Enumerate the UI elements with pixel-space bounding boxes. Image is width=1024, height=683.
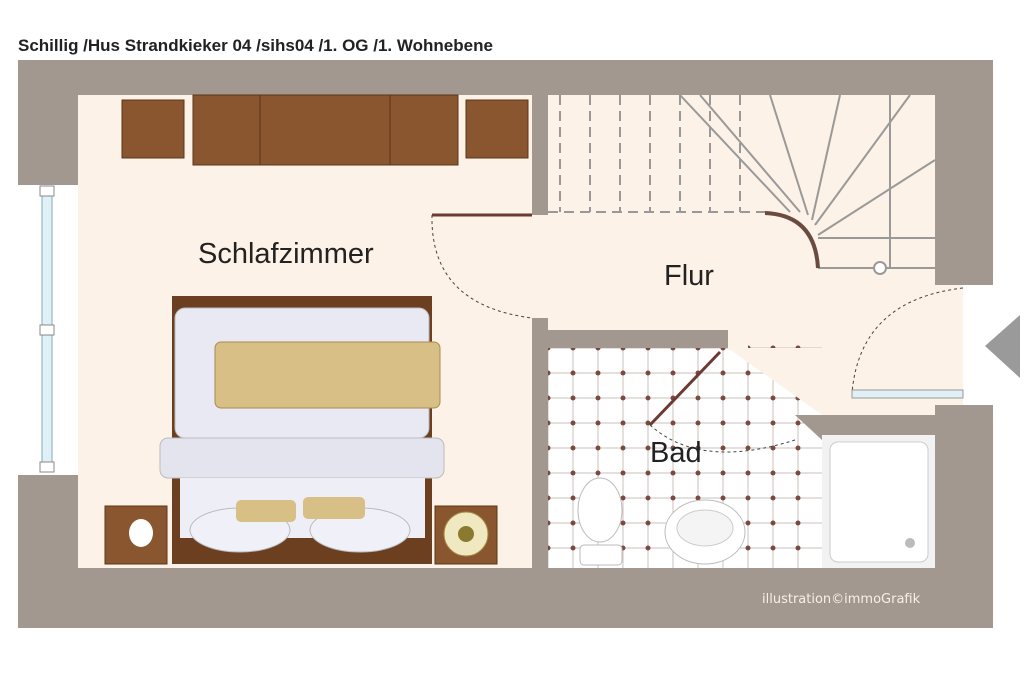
staircase: [548, 94, 936, 275]
tile-dot: [670, 470, 676, 476]
tile-dot: [620, 470, 626, 476]
tile-dot: [745, 545, 751, 551]
credit: illustration©immoGrafik: [762, 592, 921, 607]
tile-dot: [670, 445, 676, 451]
tile-dot: [695, 420, 701, 426]
entrance-arrow-icon: [985, 315, 1020, 378]
tile-dot: [745, 370, 751, 376]
tile-dot: [770, 495, 776, 501]
bed: [159, 296, 445, 564]
sink-icon: [664, 499, 746, 565]
tile-dot: [745, 470, 751, 476]
tile-dot: [595, 370, 601, 376]
room-label-bedroom: Schlafzimmer: [198, 238, 374, 270]
tile-dot: [670, 495, 676, 501]
tile-dot: [570, 545, 576, 551]
tile-dot: [570, 395, 576, 401]
tile-dot: [570, 470, 576, 476]
tile-dot: [770, 470, 776, 476]
tile-dot: [595, 395, 601, 401]
tile-dot: [720, 370, 726, 376]
partition-wall: [532, 318, 548, 568]
wardrobe: [121, 94, 529, 166]
tile-dot: [645, 370, 651, 376]
tile-dot: [795, 470, 801, 476]
bath-wall: [548, 330, 728, 348]
tile-dot: [795, 520, 801, 526]
tile-dot: [645, 470, 651, 476]
tile-dot: [645, 520, 651, 526]
tile-dot: [645, 545, 651, 551]
tile-dot: [745, 445, 751, 451]
toilet-icon: [577, 477, 623, 566]
room-label-bath: Bad: [650, 437, 702, 469]
tile-dot: [720, 445, 726, 451]
tile-dot: [620, 520, 626, 526]
tile-dot: [595, 470, 601, 476]
tile-dot: [620, 420, 626, 426]
tile-dot: [745, 520, 751, 526]
tile-dot: [795, 445, 801, 451]
tile-dot: [745, 495, 751, 501]
tile-dot: [620, 495, 626, 501]
nightstand: [104, 505, 498, 565]
tile-dot: [770, 520, 776, 526]
tile-dot: [645, 495, 651, 501]
tile-dot: [595, 445, 601, 451]
tile-dot: [620, 445, 626, 451]
tile-dot: [570, 495, 576, 501]
tile-dot: [620, 395, 626, 401]
tile-dot: [770, 545, 776, 551]
tile-dot: [670, 420, 676, 426]
tile-dot: [695, 495, 701, 501]
tile-dot: [570, 445, 576, 451]
tile-dot: [595, 420, 601, 426]
tile-dot: [745, 420, 751, 426]
room-label-hall: Flur: [664, 260, 714, 292]
tile-dot: [720, 495, 726, 501]
tile-dot: [720, 395, 726, 401]
tile-dot: [720, 420, 726, 426]
tile-dot: [645, 395, 651, 401]
tile-dot: [620, 370, 626, 376]
tile-dot: [645, 445, 651, 451]
tile-dot: [695, 395, 701, 401]
partition-wall: [532, 95, 548, 215]
plan-title: Schillig /Hus Strandkieker 04 /sihs04 /1…: [18, 36, 493, 55]
tile-dot: [570, 370, 576, 376]
hall-entry-floor: [532, 215, 548, 318]
tile-dot: [570, 420, 576, 426]
tile-dot: [770, 395, 776, 401]
tile-dot: [720, 470, 726, 476]
tile-dot: [670, 370, 676, 376]
tile-dot: [770, 420, 776, 426]
tile-dot: [570, 520, 576, 526]
tile-dot: [795, 545, 801, 551]
tile-dot: [795, 420, 801, 426]
tile-dot: [695, 470, 701, 476]
tile-dot: [795, 495, 801, 501]
tile-dot: [745, 395, 751, 401]
